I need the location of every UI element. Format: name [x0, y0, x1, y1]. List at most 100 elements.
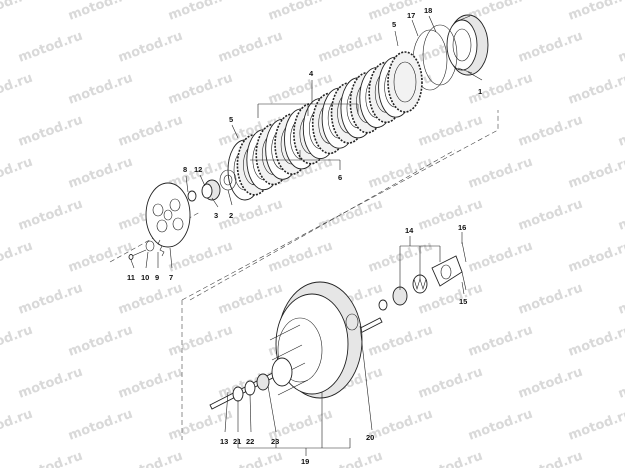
watermark-text: motod.ru [116, 365, 185, 402]
callout-15: 15 [459, 297, 467, 306]
watermark-text: motod.ru [416, 113, 485, 150]
watermark-text: motod.ru [566, 155, 625, 192]
callout-20: 20 [366, 433, 374, 442]
callout-13: 13 [220, 437, 228, 446]
watermark-text: motod.ru [16, 449, 85, 468]
watermark-text: motod.ru [66, 323, 135, 360]
watermark-text: motod.ru [16, 113, 85, 150]
callout-1: 1 [478, 87, 482, 96]
watermark-text: motod.ru [216, 29, 285, 66]
watermark-text: motod.ru [216, 449, 285, 468]
watermark-text: motod.ru [566, 239, 625, 276]
watermark-text: motod.ru [466, 323, 535, 360]
callout-7: 7 [169, 273, 173, 282]
callout-4: 4 [309, 69, 314, 78]
watermark-text: motod.ru [366, 407, 435, 444]
watermark-text: motod.ru [66, 407, 135, 444]
watermark-text: motod.ru [516, 449, 585, 468]
watermark-text: motod.ru [216, 197, 285, 234]
watermark-text: motod.ru [166, 71, 235, 108]
watermark-text: motod.ru [0, 0, 35, 24]
callout-9: 9 [155, 273, 159, 282]
watermark-text: motod.ru [116, 113, 185, 150]
plate-inner-edge [393, 61, 417, 103]
watermark-text: motod.ru [616, 365, 625, 402]
slave-housing [431, 241, 467, 291]
callout-19: 19 [301, 457, 309, 466]
shaft-bushings [378, 274, 428, 311]
watermark-text: motod.ru [116, 449, 185, 468]
watermark-text: motod.ru [516, 113, 585, 150]
watermark-text: motod.ru [66, 71, 135, 108]
spring-and-bolt [128, 239, 165, 260]
watermark-text: motod.ru [0, 323, 35, 360]
watermark-text: motod.ru [116, 29, 185, 66]
watermark-text: motod.ru [566, 0, 625, 24]
watermark-text: motod.ru [0, 407, 35, 444]
watermark-text: motod.ru [616, 449, 625, 468]
watermark-text: motod.ru [516, 29, 585, 66]
watermark-text: motod.ru [466, 155, 535, 192]
watermark-text: motod.ru [366, 155, 435, 192]
callout-2: 2 [229, 211, 233, 220]
watermark-text: motod.ru [616, 29, 625, 66]
callout-22: 22 [246, 437, 254, 446]
watermark-text: motod.ru [566, 323, 625, 360]
release-bearing-parts [187, 169, 237, 202]
watermark-text: motod.ru [116, 281, 185, 318]
watermark-text: motod.ru [466, 239, 535, 276]
callout-14: 14 [405, 226, 414, 235]
watermark-text: motod.ru [0, 71, 35, 108]
watermark-text: motod.ru [316, 197, 385, 234]
watermark-text: motod.ru [16, 365, 85, 402]
watermark-text: motod.ru [66, 155, 135, 192]
callout-8: 8 [183, 165, 187, 174]
callout-labels: 1 2 3 4 5 5 6 7 8 9 10 11 12 13 14 15 16… [127, 6, 482, 466]
clutch-basket [446, 14, 489, 76]
callout-23: 23 [271, 437, 279, 446]
watermark-text: motod.ru [66, 239, 135, 276]
friction-plate [387, 51, 423, 113]
leader-lines [130, 15, 483, 456]
callout-3: 3 [214, 211, 218, 220]
watermark-text: motod.ru [0, 155, 35, 192]
watermark-text: motod.ru [166, 323, 235, 360]
watermark-text: motod.ru [316, 29, 385, 66]
pressure-plate [145, 182, 191, 248]
watermark-text: motod.ru [216, 281, 285, 318]
watermark-text: motod.ru [416, 197, 485, 234]
callout-10: 10 [141, 273, 149, 282]
watermark-text: motod.ru [266, 0, 335, 24]
callout-11: 11 [127, 273, 135, 282]
watermark-text: motod.ru [416, 365, 485, 402]
watermark-text: motod.ru [516, 197, 585, 234]
watermark-text: motod.ru [466, 407, 535, 444]
callout-21: 21 [233, 437, 241, 446]
watermark-text: motod.ru [366, 323, 435, 360]
watermark-text: motod.ru [16, 29, 85, 66]
watermark-text: motod.ru [616, 197, 625, 234]
watermark-text: motod.ru [166, 0, 235, 24]
watermark-text: motod.ru [366, 239, 435, 276]
callout-17: 17 [407, 11, 415, 20]
watermark-text: motod.ru [316, 449, 385, 468]
watermark-text: motod.ru [16, 197, 85, 234]
callout-16: 16 [458, 223, 466, 232]
watermark-text: motod.ru [616, 281, 625, 318]
watermark-text: motod.ru [266, 239, 335, 276]
callout-12: 12 [194, 165, 202, 174]
watermark-text: motod.ru [516, 365, 585, 402]
callout-6: 6 [338, 173, 342, 182]
callout-5b: 5 [229, 115, 233, 124]
watermark-text: motod.ru [566, 71, 625, 108]
watermark-text: motod.ru [516, 281, 585, 318]
watermark-text: motod.ru [66, 0, 135, 24]
watermark-text: motod.ru [16, 281, 85, 318]
callout-18: 18 [424, 6, 432, 15]
primary-gear-hub [269, 281, 363, 399]
watermark-text: motod.ru [466, 71, 535, 108]
watermark-text: motod.ru [616, 113, 625, 150]
watermark-text: motod.ru [566, 407, 625, 444]
